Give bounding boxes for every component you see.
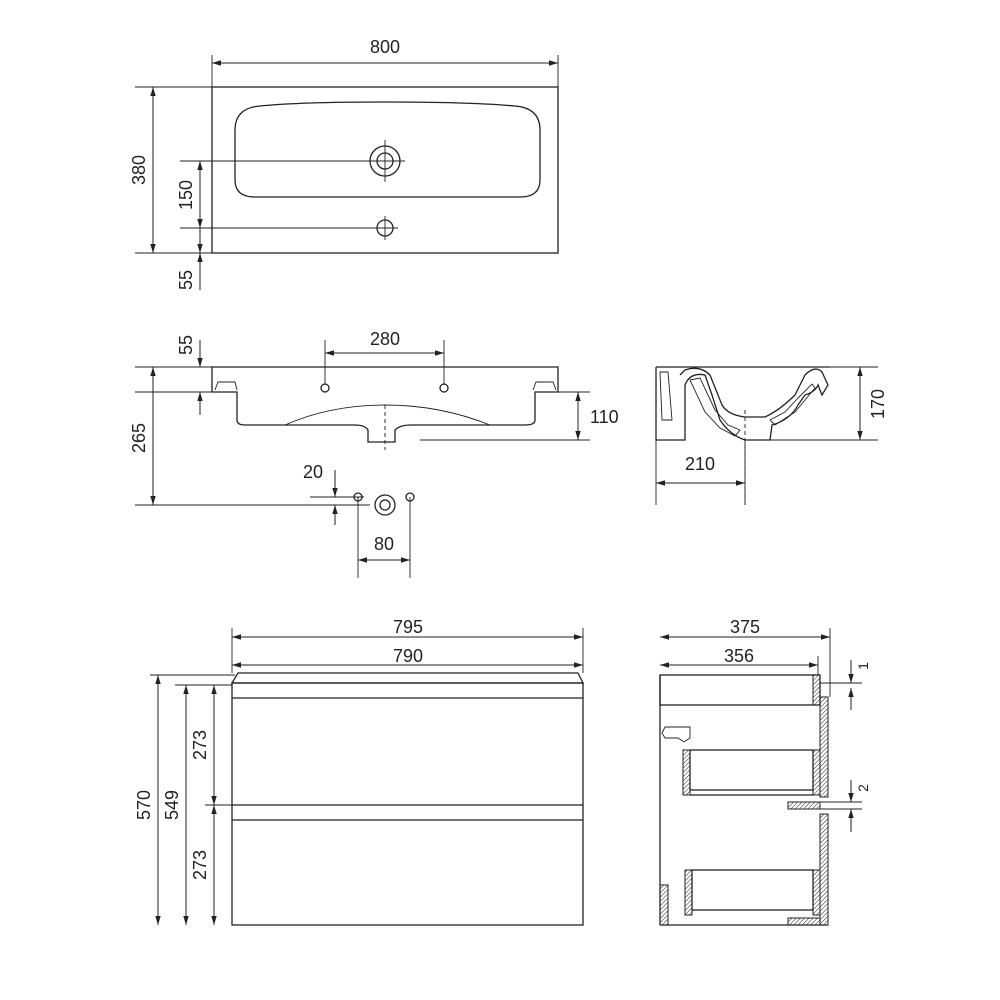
dim-hole-pitch: 80	[374, 534, 394, 554]
dim-body-width: 790	[393, 646, 423, 666]
cabinet-front-view: 795 790 570 549 273 273	[134, 617, 585, 926]
countertop	[230, 672, 585, 684]
dim-body-height: 549	[162, 790, 182, 820]
sink-section-view: 210 170	[655, 366, 888, 505]
drain-hole-icon	[374, 494, 396, 516]
dim-hole-offset: 20	[303, 462, 323, 482]
basin-outline	[234, 101, 541, 198]
dim-total-height: 265	[129, 423, 149, 453]
cabinet-side-view: 375 356 1 2	[659, 617, 871, 926]
hinge-icon	[661, 726, 691, 743]
dim-bowl-depth: 110	[590, 407, 619, 427]
dim-gap-mid: 2	[855, 784, 871, 792]
dim-drawer-upper: 273	[190, 730, 210, 760]
dim-lip: 55	[176, 335, 196, 355]
dim-top-width: 795	[393, 617, 423, 637]
sink-top-view: 800 380 150 55	[129, 37, 559, 290]
dim-height: 170	[868, 389, 888, 419]
sink-front-view: 280 55 265 110 20 80	[129, 329, 619, 578]
dim-gap-top: 1	[855, 662, 871, 670]
dim-hole-spacing: 280	[370, 329, 400, 349]
dim-drawer-lower: 273	[190, 850, 210, 880]
dim-total-height: 570	[134, 790, 154, 820]
dim-depth: 380	[129, 155, 149, 185]
dim-width: 800	[370, 37, 400, 57]
dim-top-depth: 375	[730, 617, 760, 637]
dim-body-depth: 356	[724, 646, 754, 666]
dim-tap-offset: 150	[176, 180, 196, 210]
dim-drain-distance: 210	[685, 454, 715, 474]
dim-edge-offset: 55	[176, 270, 196, 290]
